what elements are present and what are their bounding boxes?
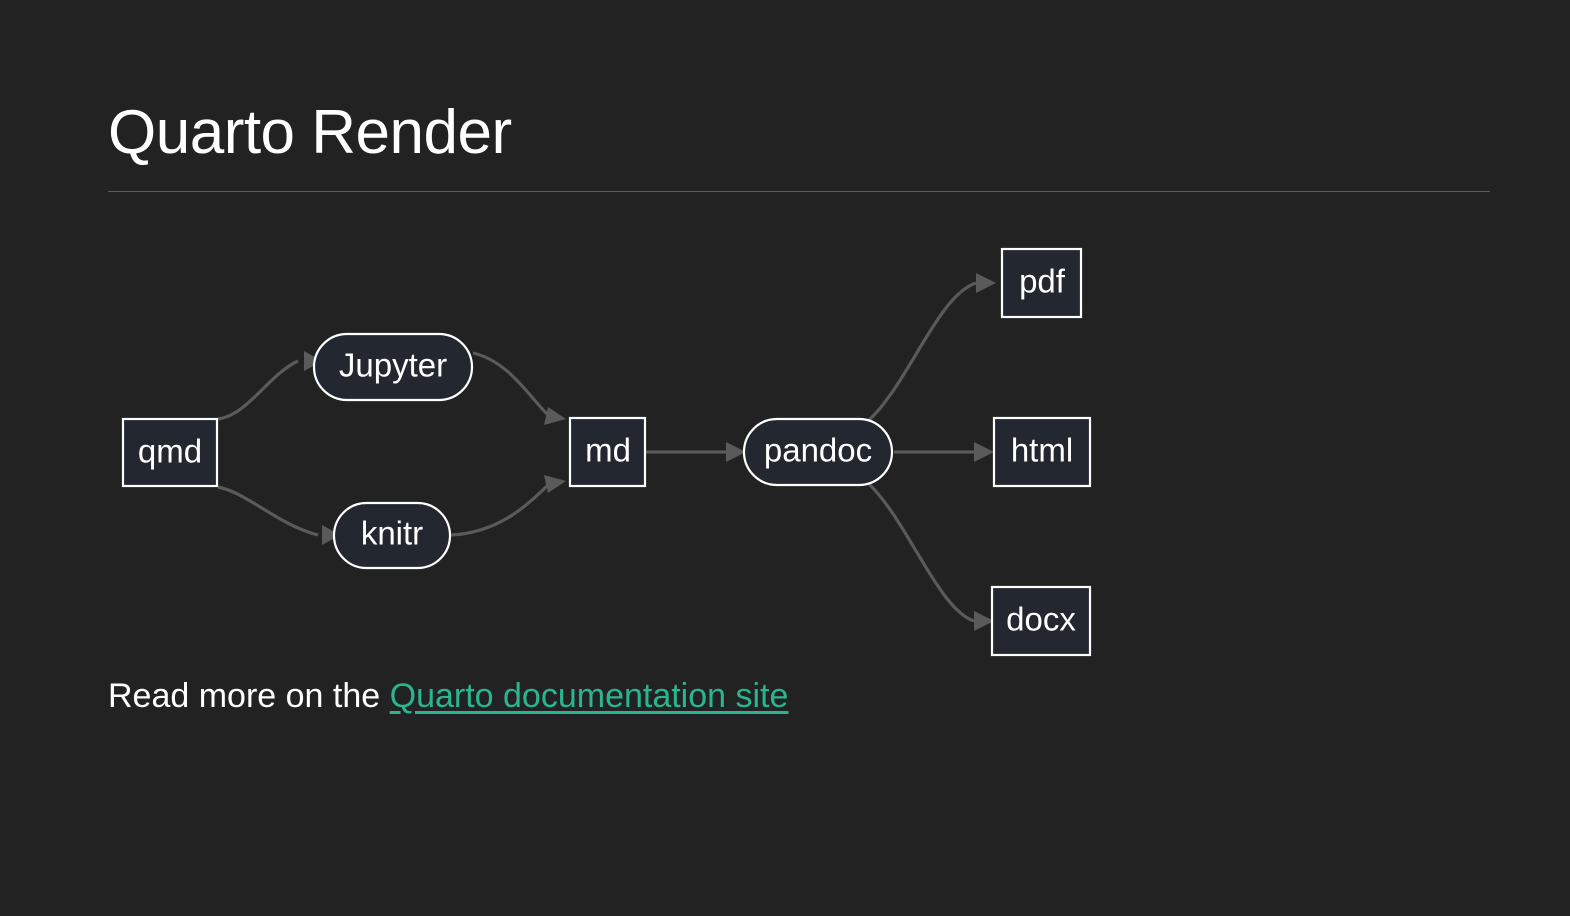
node-html-label: html xyxy=(1011,432,1073,469)
page-title: Quarto Render xyxy=(108,98,512,167)
edge-pandoc-to-docx xyxy=(866,481,994,631)
node-pandoc-label: pandoc xyxy=(764,432,872,469)
node-qmd-label: qmd xyxy=(138,433,202,470)
node-jupyter-label: Jupyter xyxy=(339,347,447,384)
node-pdf-label: pdf xyxy=(1019,263,1066,300)
node-pdf-shape xyxy=(1000,247,1083,319)
title-divider xyxy=(108,191,1490,193)
node-jupyter-shape xyxy=(312,332,474,402)
flowchart-svg: qmd Jupyter knitr md pandoc xyxy=(121,247,1092,657)
footer-text: Read more on the Quarto documentation si… xyxy=(108,674,788,718)
node-qmd[interactable]: qmd xyxy=(121,417,219,488)
node-jupyter[interactable]: Jupyter xyxy=(312,332,474,402)
node-md[interactable]: md xyxy=(568,416,647,488)
node-knitr-shape xyxy=(332,501,452,570)
edge-qmd-to-knitr xyxy=(217,485,340,545)
node-knitr[interactable]: knitr xyxy=(332,501,452,570)
node-docx[interactable]: docx xyxy=(990,585,1092,657)
quarto-documentation-link[interactable]: Quarto documentation site xyxy=(389,677,789,715)
edge-pandoc-to-html xyxy=(894,442,994,462)
edge-knitr-to-md xyxy=(450,475,566,537)
title-block: Quarto Render xyxy=(108,98,1490,193)
footer-prefix: Read more on the xyxy=(108,677,390,715)
node-md-label: md xyxy=(585,432,631,469)
edge-qmd-to-jupyter xyxy=(217,351,322,421)
node-pandoc[interactable]: pandoc xyxy=(742,417,894,487)
node-docx-label: docx xyxy=(1006,601,1076,638)
node-pdf[interactable]: pdf xyxy=(1000,247,1083,319)
node-pandoc-shape xyxy=(742,417,894,487)
edge-pandoc-to-pdf xyxy=(866,273,996,423)
node-md-shape xyxy=(568,416,647,488)
quarto-render-flowchart: qmd Jupyter knitr md pandoc xyxy=(108,225,1208,665)
edge-jupyter-to-md xyxy=(472,351,566,425)
node-knitr-label: knitr xyxy=(361,515,423,552)
node-html[interactable]: html xyxy=(992,416,1092,488)
node-html-shape xyxy=(992,416,1092,488)
node-qmd-shape xyxy=(121,417,219,488)
edge-group xyxy=(217,273,996,631)
edge-md-to-pandoc xyxy=(646,442,746,462)
node-docx-shape xyxy=(990,585,1092,657)
